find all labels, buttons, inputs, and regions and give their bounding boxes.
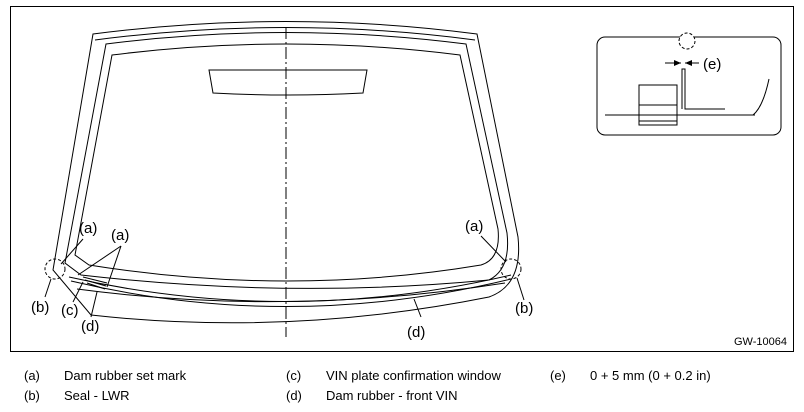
windshield-diagram: (a) (a) (a) (b) (b) (c) (d) (d) (e) GW-1… — [10, 6, 794, 352]
windshield-frame-inner — [64, 32, 509, 289]
windshield-glass-area — [74, 43, 499, 282]
callout-a-upper-left: (a) — [79, 220, 97, 237]
legend-key: (a) — [24, 368, 40, 383]
top-edge-strip — [94, 27, 476, 41]
legend-text: Dam rubber set mark — [64, 368, 187, 383]
leader-d-bottom — [413, 298, 422, 318]
legend-key: (b) — [24, 388, 40, 403]
callout-a-right: (a) — [465, 218, 483, 235]
legend-key: (d) — [286, 388, 302, 403]
detail-circle — [678, 32, 696, 50]
diagram-canvas: (a) (a) (a) (b) (b) (c) (d) (d) (e) — [31, 21, 782, 341]
leader-b-left — [44, 278, 52, 298]
detail-glass-curve — [752, 78, 770, 116]
leader-b-right — [516, 277, 525, 301]
legend: (a) Dam rubber set mark (b) Seal - LWR (… — [0, 360, 804, 412]
callout-b-left: (b) — [31, 299, 49, 316]
leader-a-mid-1 — [77, 245, 122, 276]
callout-d-bottom: (d) — [407, 324, 425, 341]
callout-c: (c) — [61, 302, 79, 319]
callout-a-mid-left: (a) — [111, 227, 129, 244]
leader-c — [72, 281, 84, 303]
detail-inset-frame — [596, 36, 782, 136]
legend-text: Dam rubber - front VIN — [326, 388, 458, 403]
circle-b-right — [500, 258, 522, 280]
figure-id: GW-10064 — [734, 336, 787, 348]
leader-a-mid-2 — [106, 245, 122, 288]
mirror-base — [208, 69, 368, 96]
leader-d-left — [90, 291, 98, 318]
leader-a-left — [60, 238, 84, 265]
circle-b-left — [44, 258, 66, 280]
legend-key: (c) — [286, 368, 302, 383]
detail-dam — [681, 68, 725, 110]
callout-e: (e) — [703, 56, 721, 73]
legend-text: VIN plate confirmation window — [326, 368, 501, 383]
vin-window-mark — [82, 276, 108, 290]
legend-text: Seal - LWR — [64, 388, 130, 403]
callout-b-right: (b) — [515, 300, 533, 317]
legend-text: 0 + 5 mm (0 + 0.2 in) — [590, 368, 711, 383]
legend-key: (e) — [550, 368, 566, 383]
callout-d-left: (d) — [81, 318, 99, 335]
windshield-outer-outline — [52, 21, 520, 324]
leader-a-right — [480, 235, 507, 263]
